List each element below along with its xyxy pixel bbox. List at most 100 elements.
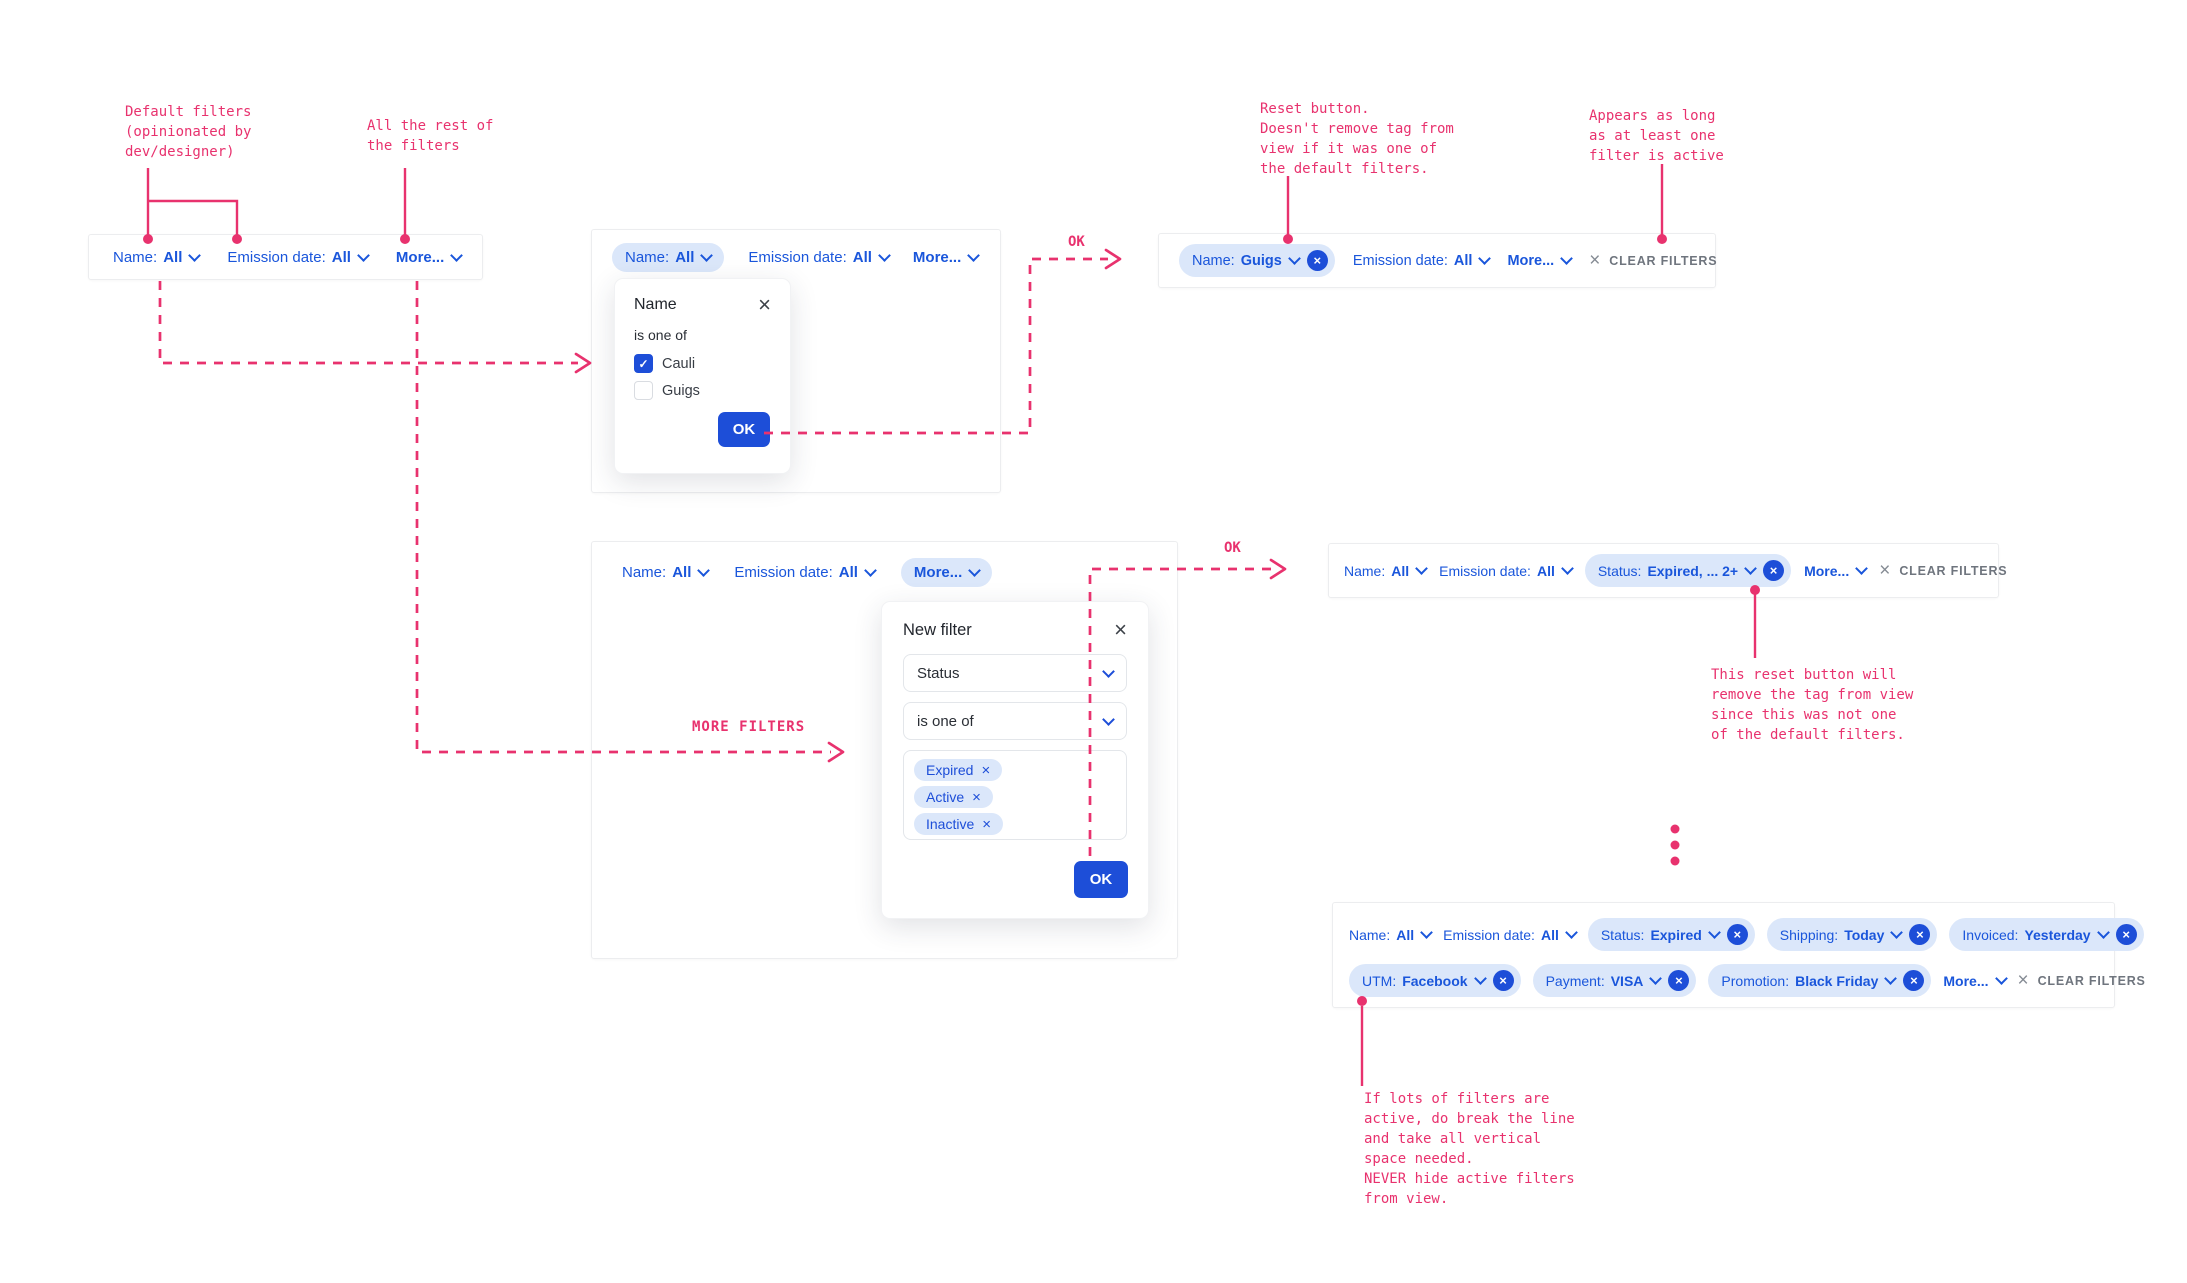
- chevron-down-icon: [1420, 926, 1433, 939]
- x-icon: ×: [1916, 927, 1924, 942]
- chevron-down-icon: [2096, 926, 2110, 939]
- filter-dropdown-more[interactable]: More...: [1804, 562, 1869, 579]
- filter-dropdown-name[interactable]: Name: All: [1344, 562, 1428, 579]
- ok-button[interactable]: OK: [1074, 861, 1128, 898]
- option-label: Cauli: [662, 355, 696, 372]
- filter-dropdown-name[interactable]: Name: All: [622, 564, 711, 581]
- checkbox-checked-icon[interactable]: ✓: [634, 354, 653, 373]
- filter-value: All: [672, 564, 692, 581]
- filter-tag-payment[interactable]: Payment: VISA ×: [1532, 964, 1697, 997]
- x-icon: ×: [1769, 563, 1778, 578]
- operator-select[interactable]: is one of: [903, 702, 1127, 740]
- close-icon[interactable]: ×: [1114, 617, 1127, 642]
- filter-bar-default: Name: All Emission date: All More...: [88, 234, 483, 280]
- values-multiselect[interactable]: Expired × Active × Inactive ×: [903, 750, 1127, 840]
- chevron-down-icon: [1884, 972, 1898, 985]
- filter-tag-name-guigs[interactable]: Name: Guigs ×: [1179, 244, 1335, 277]
- x-icon: ×: [1499, 973, 1507, 988]
- filter-value: More...: [913, 564, 963, 581]
- ok-button[interactable]: OK: [718, 412, 770, 447]
- chevron-down-icon: [967, 249, 981, 262]
- filter-label: Name:: [625, 249, 670, 266]
- value-chip-active: Active ×: [914, 786, 993, 808]
- reset-filter-icon[interactable]: ×: [1726, 924, 1748, 945]
- clear-filters-button[interactable]: × CLEAR FILTERS: [1879, 561, 2007, 580]
- chevron-down-icon: [968, 564, 982, 577]
- filter-tag-promotion[interactable]: Promotion: Black Friday ×: [1708, 964, 1932, 997]
- annotation-ok-top: OK: [1068, 234, 1085, 250]
- filter-value: More...: [1507, 252, 1555, 269]
- clear-icon: ×: [1879, 560, 1891, 581]
- remove-chip-icon[interactable]: ×: [981, 761, 991, 779]
- reset-filter-icon[interactable]: ×: [1903, 970, 1925, 991]
- clear-icon: ×: [2017, 970, 2029, 991]
- reset-filter-icon[interactable]: ×: [2115, 924, 2137, 945]
- reset-filter-icon[interactable]: ×: [1763, 560, 1785, 581]
- filter-value: All: [1536, 562, 1555, 579]
- field-select[interactable]: Status: [903, 654, 1127, 692]
- clear-filters-label: CLEAR FILTERS: [1899, 563, 2008, 578]
- filter-option-cauli[interactable]: ✓ Cauli: [634, 354, 771, 373]
- filter-dropdown-emission-date[interactable]: Emission date: All: [227, 249, 370, 266]
- reset-filter-icon[interactable]: ×: [1306, 250, 1328, 271]
- reset-filter-icon[interactable]: ×: [1909, 924, 1931, 945]
- field-select-value: Status: [917, 664, 960, 682]
- filter-tag-shipping[interactable]: Shipping: Today ×: [1766, 918, 1938, 951]
- filter-tag-utm[interactable]: UTM: Facebook ×: [1349, 964, 1521, 997]
- filter-label: Emission date:: [748, 249, 847, 266]
- reset-filter-icon[interactable]: ×: [1492, 970, 1514, 991]
- filter-value: All: [1453, 252, 1473, 269]
- chevron-down-icon: [1560, 252, 1574, 265]
- filter-dropdown-more-active[interactable]: More...: [900, 558, 993, 587]
- reset-filter-icon[interactable]: ×: [1668, 970, 1690, 991]
- chevron-down-icon: [1287, 252, 1301, 265]
- filter-dropdown-name-active[interactable]: Name: All: [612, 243, 725, 272]
- checkbox-unchecked-icon[interactable]: [634, 381, 653, 400]
- name-filter-popover: Name × is one of ✓ Cauli Guigs OK: [614, 278, 791, 474]
- filter-dropdown-more[interactable]: More...: [1943, 972, 2008, 989]
- filter-dropdown-emission-date[interactable]: Emission date: All: [1443, 926, 1578, 943]
- filter-value: Today: [1844, 926, 1885, 943]
- filter-label: Name:: [1344, 562, 1386, 579]
- chevron-down-icon: [1560, 562, 1574, 575]
- filter-dropdown-more[interactable]: More...: [1507, 252, 1574, 269]
- chevron-down-icon: [450, 248, 464, 262]
- chevron-down-icon: [1102, 712, 1115, 726]
- filter-label: Emission date:: [1439, 562, 1531, 579]
- clear-filters-button[interactable]: × CLEAR FILTERS: [1589, 251, 1717, 270]
- filter-option-guigs[interactable]: Guigs: [634, 381, 771, 400]
- filter-bar-status-applied: Name: All Emission date: All Status: Exp…: [1328, 543, 2007, 598]
- filter-value: All: [838, 564, 858, 581]
- chevron-down-icon: [878, 249, 891, 262]
- option-label: Guigs: [662, 382, 700, 399]
- chevron-down-icon: [697, 564, 711, 577]
- value-chip-inactive: Inactive ×: [914, 813, 1004, 835]
- annotation-appears: Appears as long as at least one filter i…: [1589, 108, 1724, 164]
- remove-chip-icon[interactable]: ×: [982, 815, 992, 833]
- operator-select-value: is one of: [917, 712, 974, 730]
- filter-label: Name:: [1192, 252, 1235, 269]
- chevron-down-icon: [1649, 972, 1663, 985]
- annotation-reset-button: Reset button. Doesn't remove tag from vi…: [1260, 101, 1454, 177]
- filter-dropdown-name[interactable]: Name: All: [113, 249, 202, 266]
- clear-filters-button[interactable]: × CLEAR FILTERS: [2018, 971, 2146, 990]
- filter-tag-status[interactable]: Status: Expired, ... 2+ ×: [1584, 554, 1792, 587]
- filter-dropdown-more[interactable]: More...: [913, 249, 981, 266]
- filter-dropdown-emission-date[interactable]: Emission date: All: [1353, 252, 1492, 269]
- filter-dropdown-more[interactable]: More...: [395, 248, 464, 266]
- close-icon[interactable]: ×: [758, 292, 771, 317]
- remove-chip-icon[interactable]: ×: [972, 788, 981, 806]
- filter-dropdown-emission-date[interactable]: Emission date: All: [748, 249, 891, 266]
- filter-dropdown-emission-date[interactable]: Emission date: All: [1439, 562, 1574, 579]
- filter-dropdown-emission-date[interactable]: Emission date: All: [734, 564, 877, 581]
- filter-tag-status[interactable]: Status: Expired ×: [1587, 918, 1755, 951]
- filter-value: More...: [395, 248, 445, 266]
- filter-label: Shipping:: [1779, 926, 1839, 943]
- filter-dropdown-name[interactable]: Name: All: [1349, 926, 1433, 943]
- chevron-down-icon: [1890, 926, 1904, 939]
- filter-tag-invoiced[interactable]: Invoiced: Yesterday ×: [1949, 918, 2144, 951]
- annotation-break-line: If lots of filters are active, do break …: [1364, 1091, 1575, 1207]
- chevron-down-icon: [1564, 926, 1578, 939]
- chip-label: Expired: [926, 762, 974, 778]
